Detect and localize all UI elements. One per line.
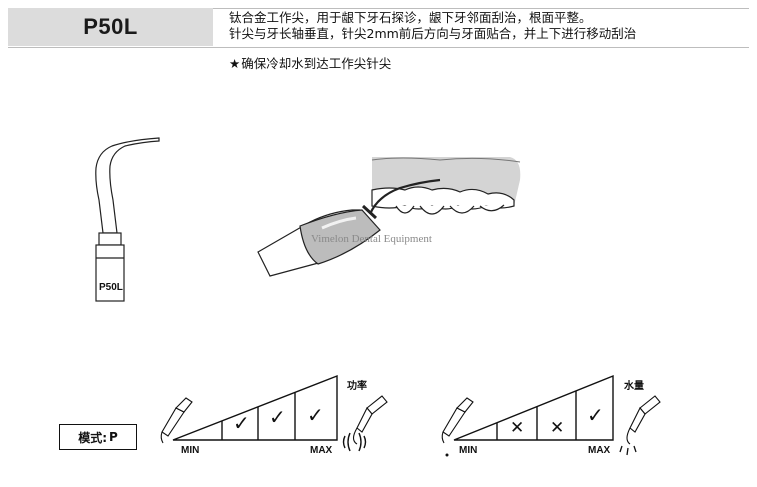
water-max-label: MAX	[588, 445, 611, 456]
scaler-tip-illustration	[95, 137, 160, 302]
header-bar	[8, 8, 749, 48]
water-title: 水量	[624, 381, 644, 392]
description: 钛合金工作尖，用于龈下牙石探诊，龈下牙邻面刮治，根面平整。 针尖与牙长轴垂直，针…	[229, 10, 749, 42]
model-box: P50L	[8, 8, 213, 46]
water-level-1-mark: ✕	[510, 418, 525, 437]
power-gauge	[172, 374, 338, 441]
power-level-1-mark: ✓	[233, 413, 250, 435]
watermark: Vimelon Dental Equipment	[311, 233, 432, 245]
power-scaler-left	[160, 397, 193, 444]
mode-box: 模式: P	[59, 424, 137, 450]
water-level-2-mark: ✕	[550, 418, 565, 437]
mode-label: 模式:	[78, 430, 107, 445]
water-gauge	[453, 374, 614, 441]
handpiece-scene	[257, 157, 521, 277]
power-level-2-mark: ✓	[269, 407, 286, 429]
water-scaler-right	[619, 395, 661, 456]
description-line-2: 针尖与牙长轴垂直，针尖2mm前后方向与牙面贴合，并上下进行移动刮治	[229, 26, 637, 41]
description-line-1: 钛合金工作尖，用于龈下牙石探诊，龈下牙邻面刮治，根面平整。	[229, 10, 592, 25]
star-icon: ★	[229, 56, 241, 71]
power-max-label: MAX	[310, 445, 333, 456]
water-level-3-mark: ✓	[587, 405, 604, 427]
water-min-label: MIN	[459, 445, 478, 456]
power-scaler-right	[342, 395, 388, 452]
tip-model-label: P50L	[99, 282, 123, 293]
power-min-label: MIN	[181, 445, 200, 456]
cooling-note: ★确保冷却水到达工作尖针尖	[229, 53, 391, 72]
mode-value: P	[109, 430, 118, 444]
water-scaler-left	[441, 397, 474, 457]
power-title: 功率	[347, 381, 367, 392]
cooling-note-text: 确保冷却水到达工作尖针尖	[241, 56, 392, 71]
power-level-3-mark: ✓	[307, 405, 324, 427]
model-code: P50L	[83, 14, 138, 39]
